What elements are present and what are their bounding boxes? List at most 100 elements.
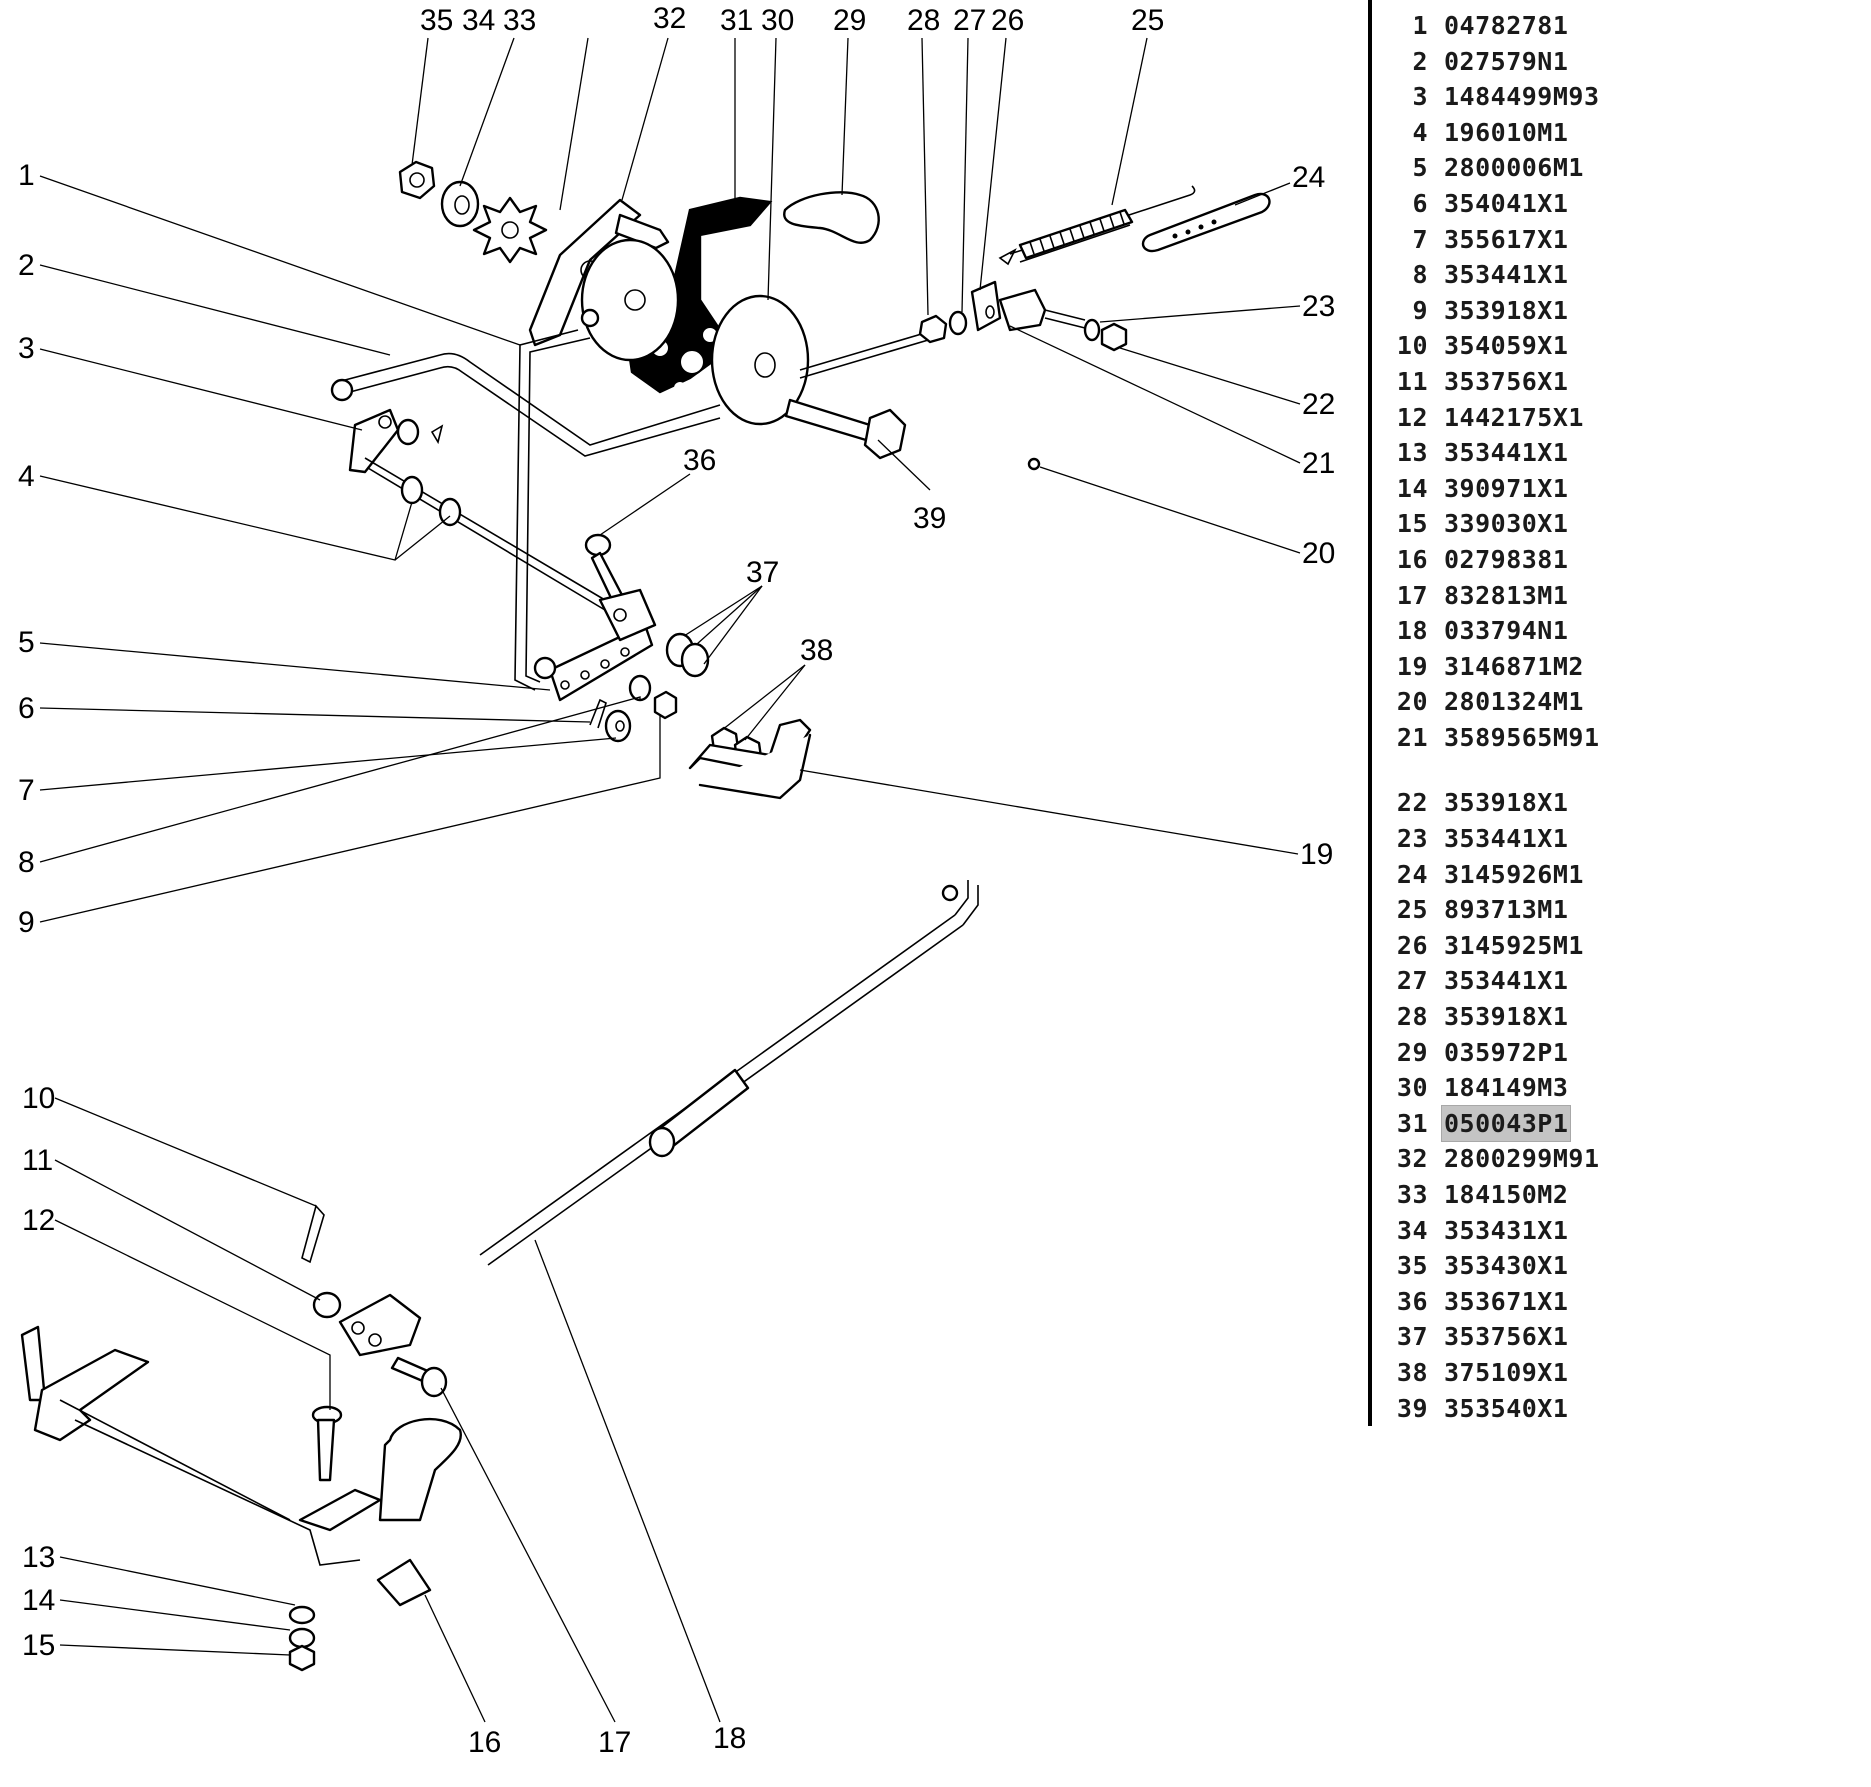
part-6-cotter-pin[interactable]	[589, 698, 607, 729]
part-number[interactable]: 3146871M2	[1444, 651, 1584, 681]
part-number[interactable]: 353441X1	[1444, 438, 1569, 468]
callout-23[interactable]: 23	[1302, 290, 1335, 323]
part-18-rod[interactable]	[479, 880, 979, 1266]
callout-3[interactable]: 3	[18, 332, 35, 365]
callout-32[interactable]: 32	[653, 2, 686, 35]
part-36-bolt[interactable]	[584, 533, 624, 602]
callout-34[interactable]: 34	[462, 4, 495, 37]
callout-14[interactable]: 14	[22, 1584, 55, 1617]
part-number-selected[interactable]: 050043P1	[1440, 1104, 1572, 1143]
callout-12[interactable]: 12	[22, 1204, 55, 1237]
callout-2[interactable]: 2	[18, 249, 35, 282]
callout-9[interactable]: 9	[18, 906, 35, 939]
part-number[interactable]: 04782781	[1444, 11, 1569, 40]
part-9-nut[interactable]	[653, 690, 678, 720]
part-number[interactable]: 353756X1	[1444, 366, 1569, 396]
callout-37[interactable]: 37	[746, 556, 779, 589]
part-26-bracket[interactable]	[970, 280, 1002, 332]
callout-1[interactable]: 1	[18, 159, 35, 192]
part-number[interactable]: 353430X1	[1444, 1251, 1569, 1281]
part-number[interactable]: 353918X1	[1444, 1002, 1569, 1032]
part-28-nut[interactable]	[918, 314, 948, 344]
part-33-star-washer[interactable]	[472, 196, 548, 264]
part-number[interactable]: 390971X1	[1444, 473, 1569, 503]
part-number[interactable]: 339030X1	[1444, 509, 1569, 539]
part-number[interactable]: 353431X1	[1444, 1215, 1569, 1245]
part-number[interactable]: 3145926M1	[1444, 859, 1584, 889]
part-27-washer[interactable]	[948, 310, 968, 336]
part-number[interactable]: 832813M1	[1444, 580, 1569, 610]
part-19-bracket[interactable]	[688, 718, 812, 800]
part-number[interactable]: 353918X1	[1444, 788, 1569, 818]
callout-22[interactable]: 22	[1302, 388, 1335, 421]
pedal-assembly[interactable]	[20, 1325, 462, 1607]
part-number[interactable]: 3145925M1	[1444, 930, 1584, 960]
part-24-slotted-bar[interactable]	[1141, 192, 1271, 253]
part-number[interactable]: 1484499M93	[1444, 82, 1600, 112]
callout-26[interactable]: 26	[991, 4, 1024, 37]
callout-39[interactable]: 39	[913, 502, 946, 535]
part-2-rod[interactable]	[330, 352, 721, 457]
part-number[interactable]: 353441X1	[1444, 824, 1569, 854]
callout-13[interactable]: 13	[22, 1541, 55, 1574]
part-number[interactable]: 027579N1	[1444, 46, 1569, 76]
callout-36[interactable]: 36	[683, 444, 716, 477]
callout-28[interactable]: 28	[907, 4, 940, 37]
part-number[interactable]: 353918X1	[1444, 295, 1569, 325]
part-22-nut[interactable]	[1100, 322, 1128, 352]
part-39-bolt[interactable]	[784, 398, 907, 460]
part-11-washer[interactable]	[312, 1291, 342, 1319]
part-15-nut[interactable]	[288, 1644, 316, 1672]
part-37-bushings[interactable]	[665, 632, 710, 678]
part-number[interactable]: 2800006M1	[1444, 153, 1584, 183]
part-number[interactable]: 2800299M91	[1444, 1144, 1600, 1174]
part-29-knob[interactable]	[783, 191, 880, 244]
callout-8[interactable]: 8	[18, 846, 35, 879]
callout-4[interactable]: 4	[18, 460, 35, 493]
part-5-plate[interactable]	[548, 588, 657, 702]
callout-38[interactable]: 38	[800, 634, 833, 667]
part-number[interactable]: 354059X1	[1444, 331, 1569, 361]
part-number[interactable]: 353441X1	[1444, 966, 1569, 996]
part-number[interactable]: 3589565M91	[1444, 722, 1600, 752]
part-21-clevis[interactable]	[998, 288, 1086, 332]
part-23-washer[interactable]	[1083, 318, 1101, 342]
callout-5[interactable]: 5	[18, 626, 35, 659]
part-number[interactable]: 184150M2	[1444, 1180, 1569, 1209]
part-34-washer[interactable]	[440, 180, 480, 228]
callout-31[interactable]: 31	[720, 4, 753, 37]
part-12-bolt[interactable]	[311, 1405, 343, 1482]
callout-29[interactable]: 29	[833, 4, 866, 37]
part-number[interactable]: 353441X1	[1444, 260, 1569, 290]
callout-21[interactable]: 21	[1302, 447, 1335, 480]
part-17-pin[interactable]	[390, 1356, 448, 1398]
callout-17[interactable]: 17	[598, 1726, 631, 1759]
callout-30[interactable]: 30	[761, 4, 794, 37]
callout-18[interactable]: 18	[713, 1722, 746, 1755]
callout-35[interactable]: 35	[420, 4, 453, 37]
part-number[interactable]: 355617X1	[1444, 224, 1569, 254]
